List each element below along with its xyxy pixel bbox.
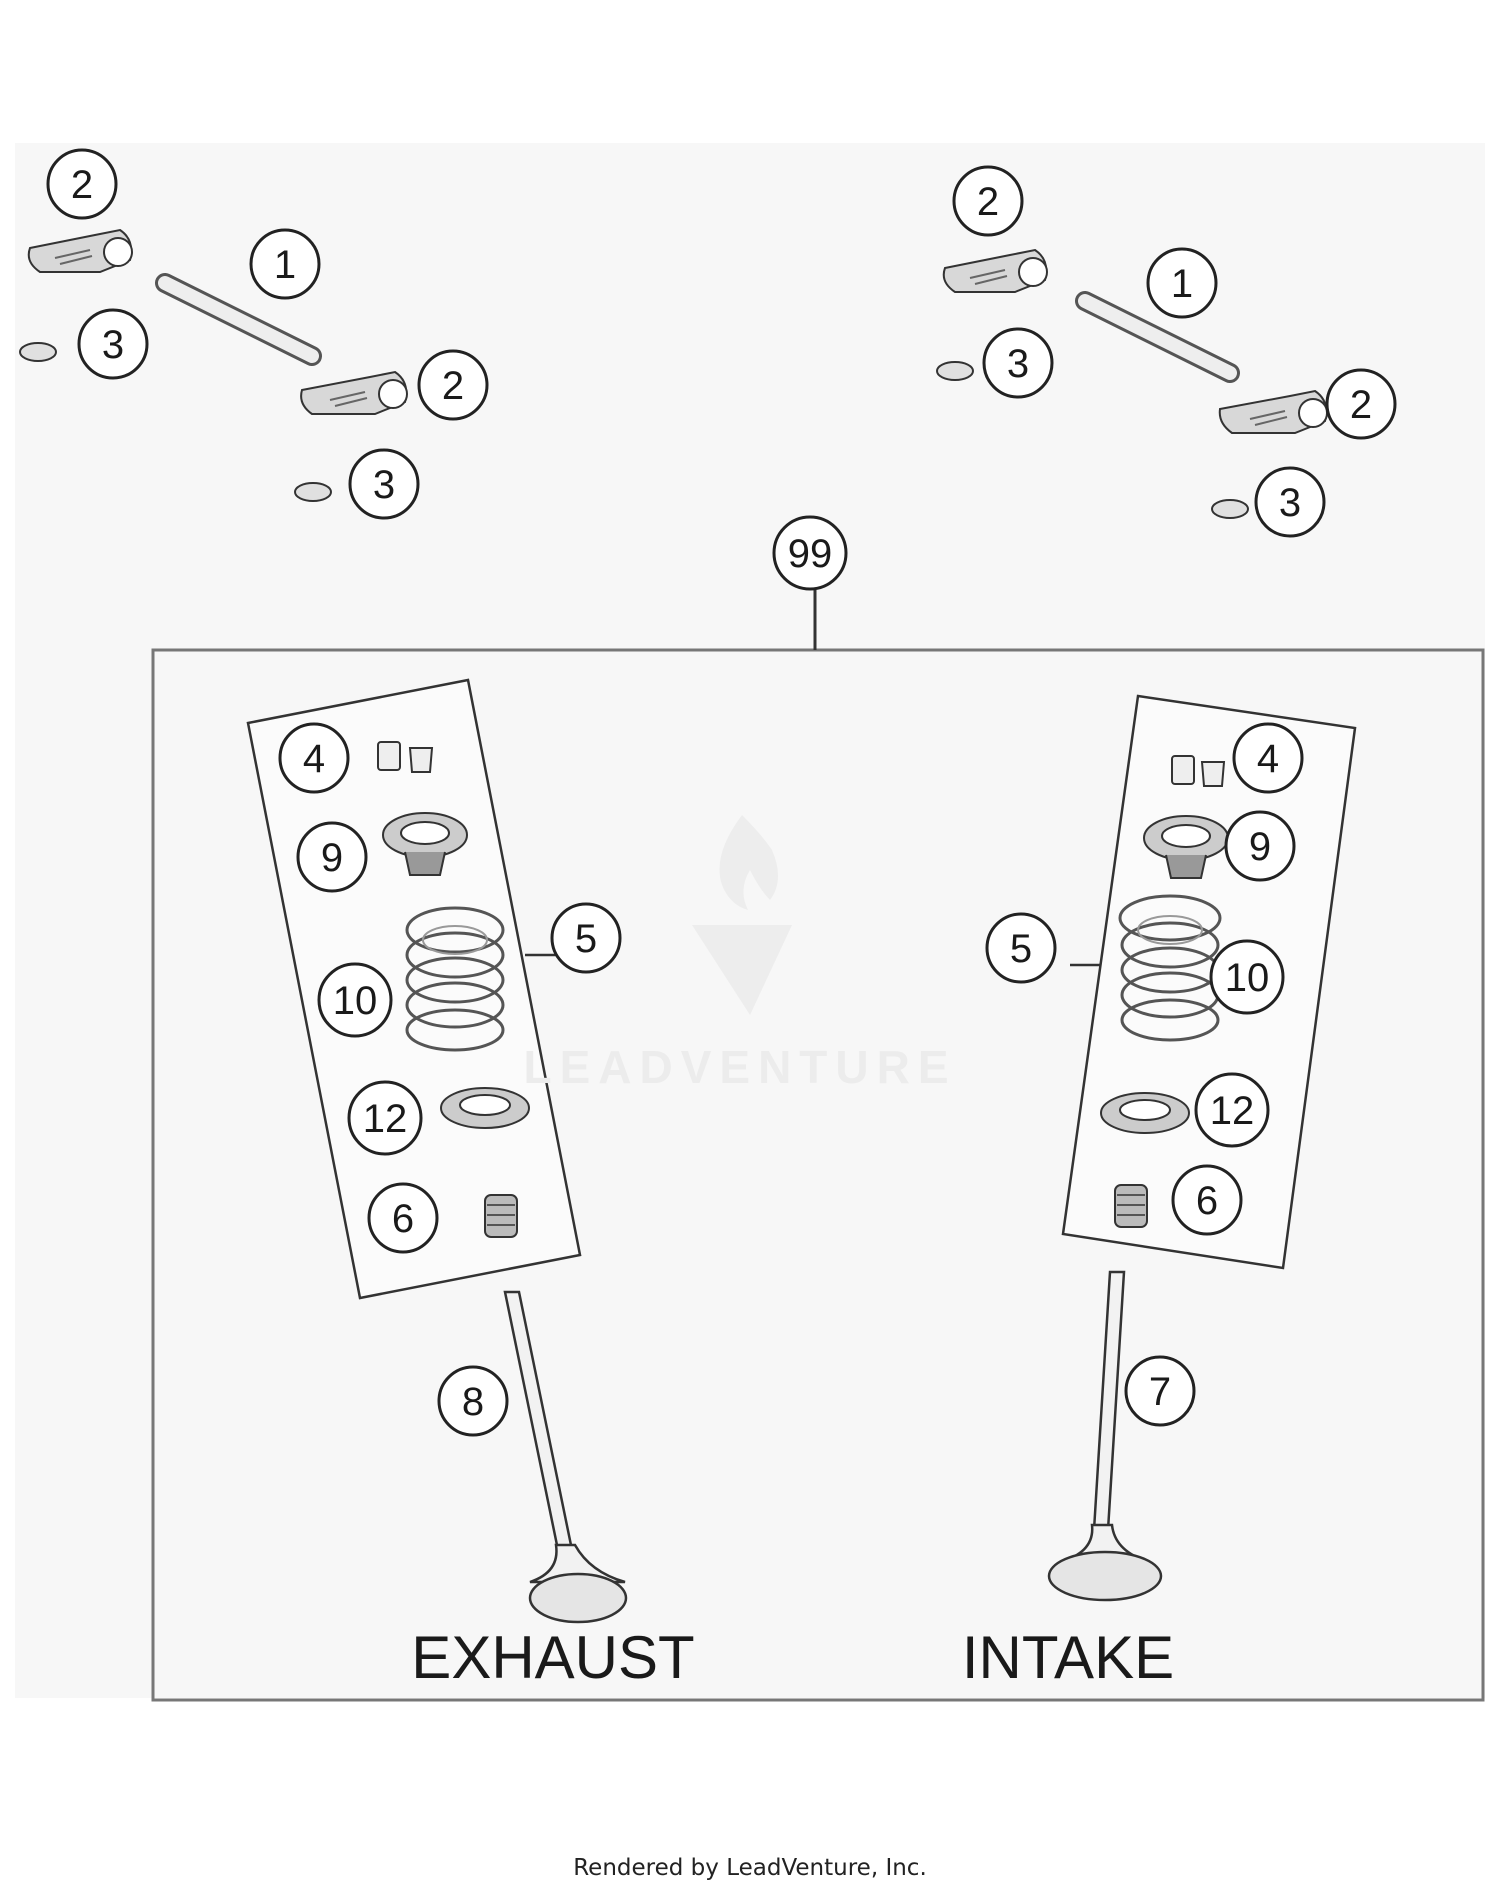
intake-spring bbox=[1118, 894, 1222, 1042]
rocker-group-left bbox=[19, 228, 408, 502]
callout-number: 12 bbox=[363, 1097, 408, 1141]
callout-number: 4 bbox=[1257, 737, 1279, 781]
intake-retainer bbox=[1143, 815, 1229, 879]
rocker-arm bbox=[27, 228, 133, 273]
callout-number: 3 bbox=[373, 463, 395, 507]
callout-circle bbox=[347, 1080, 423, 1156]
rocker-group-right bbox=[936, 248, 1328, 519]
rocker-shaft bbox=[1075, 291, 1240, 383]
callout-number: 10 bbox=[1225, 956, 1270, 1000]
callout-number: 8 bbox=[462, 1380, 484, 1424]
callout-circle bbox=[437, 1365, 509, 1437]
callout-circle bbox=[1124, 1355, 1196, 1427]
rocker-arm bbox=[942, 248, 1048, 293]
callout-circle bbox=[1224, 810, 1296, 882]
callout-number: 10 bbox=[333, 979, 378, 1023]
callout-circle bbox=[1209, 939, 1285, 1015]
callout-circle bbox=[1194, 1072, 1270, 1148]
callout-circle bbox=[348, 448, 420, 520]
washer bbox=[936, 361, 974, 381]
callout-number: 9 bbox=[1249, 825, 1271, 869]
exhaust-stem-seal bbox=[484, 1194, 518, 1238]
callout-circle bbox=[1146, 247, 1218, 319]
callout-number: 1 bbox=[1171, 262, 1193, 306]
leadventure-logo-icon bbox=[692, 815, 792, 1015]
rocker-shaft bbox=[155, 273, 322, 366]
callout-number: 7 bbox=[1149, 1370, 1171, 1414]
callout-circle bbox=[77, 308, 149, 380]
exhaust-spring-seat bbox=[440, 1087, 530, 1129]
callout-number: 9 bbox=[321, 836, 343, 880]
callout-number: 2 bbox=[1350, 383, 1372, 427]
exhaust-valve bbox=[503, 1290, 628, 1624]
callout-number: 5 bbox=[575, 917, 597, 961]
intake-keepers bbox=[1171, 755, 1226, 787]
callout-circle bbox=[296, 821, 368, 893]
callout-circle bbox=[278, 722, 350, 794]
callout-circle bbox=[550, 902, 622, 974]
callout-number: 3 bbox=[1279, 481, 1301, 525]
callout-number: 6 bbox=[392, 1197, 414, 1241]
valve-kit-frame bbox=[151, 648, 1485, 1702]
callout-number: 3 bbox=[102, 323, 124, 367]
intake-stem-seal bbox=[1114, 1184, 1148, 1228]
callouts bbox=[46, 148, 1397, 1437]
callout-circle bbox=[1254, 466, 1326, 538]
callout-number: 6 bbox=[1196, 1179, 1218, 1223]
washer bbox=[19, 342, 57, 362]
washer bbox=[1211, 499, 1249, 519]
callout-circle bbox=[772, 515, 848, 591]
exhaust-spring bbox=[405, 906, 505, 1052]
exhaust-retainer bbox=[382, 812, 468, 876]
callout-circle bbox=[417, 349, 489, 421]
callout-number: 5 bbox=[1010, 927, 1032, 971]
callout-circle bbox=[982, 327, 1054, 399]
callout-circle bbox=[1171, 1164, 1243, 1236]
watermark-text: LEADVENTURE bbox=[523, 1041, 957, 1093]
exhaust-keepers bbox=[377, 741, 434, 773]
callout-number: 99 bbox=[788, 532, 833, 576]
exhaust-label: EXHAUST bbox=[411, 1624, 694, 1691]
callout-number: 2 bbox=[977, 180, 999, 224]
washer bbox=[294, 482, 332, 502]
intake-valve bbox=[1047, 1270, 1163, 1602]
callout-number: 1 bbox=[274, 243, 296, 287]
callout-circle bbox=[317, 962, 393, 1038]
callout-circle bbox=[46, 148, 118, 220]
callout-number: 2 bbox=[442, 364, 464, 408]
callout-number: 2 bbox=[71, 163, 93, 207]
callout-circle bbox=[1325, 368, 1397, 440]
intake-spring-seat bbox=[1100, 1092, 1190, 1134]
footer-credit: Rendered by LeadVenture, Inc. bbox=[573, 1855, 927, 1881]
callout-circle bbox=[249, 228, 321, 300]
rocker-arm bbox=[1218, 389, 1328, 434]
callout-number: 4 bbox=[303, 737, 325, 781]
callout-circle bbox=[952, 165, 1024, 237]
callout-circle bbox=[1232, 722, 1304, 794]
callout-circle bbox=[367, 1182, 439, 1254]
callout-circle bbox=[985, 912, 1057, 984]
intake-label: INTAKE bbox=[962, 1624, 1174, 1691]
callout-number: 3 bbox=[1007, 342, 1029, 386]
callout-numbers: 2 1 3 2 3 2 1 3 2 3 99 4 9 10 12 6 5 8 4… bbox=[71, 163, 1372, 1424]
rocker-arm bbox=[300, 370, 408, 415]
callout-number: 12 bbox=[1210, 1089, 1255, 1133]
